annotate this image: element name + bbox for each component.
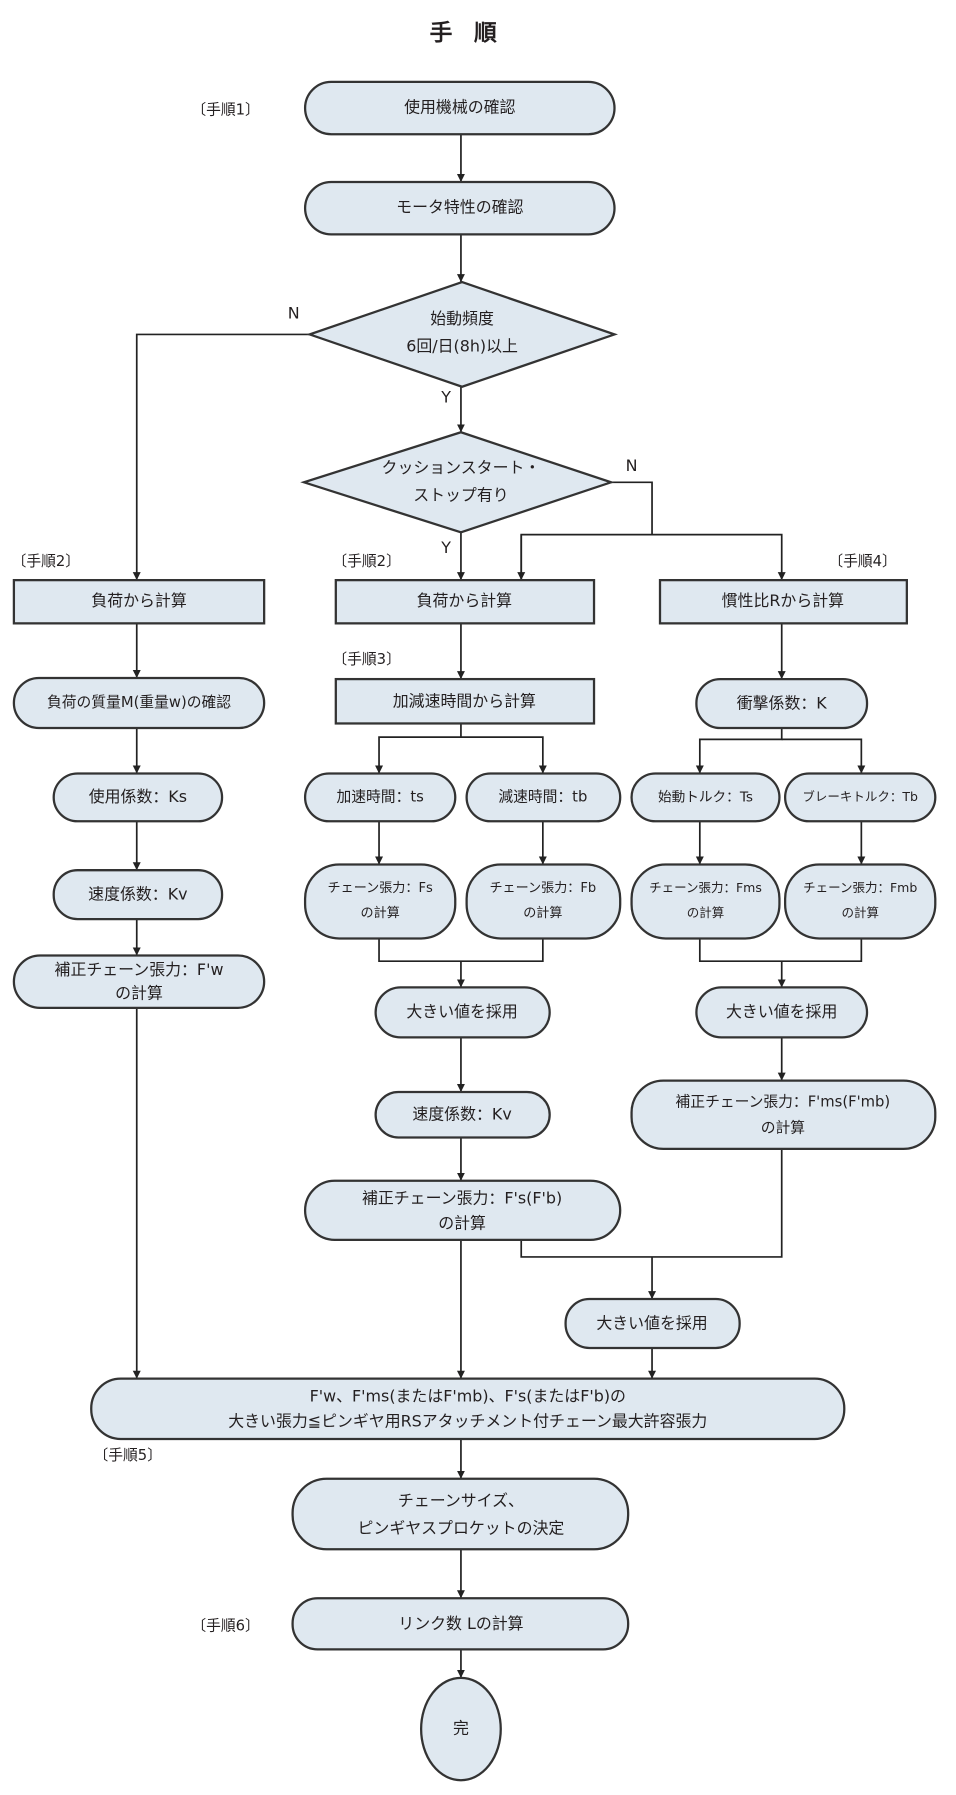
svg-text:大きい値を採用: 大きい値を採用 xyxy=(726,1002,837,1021)
svg-text:補正チェーン張力：F'ms(F'mb): 補正チェーン張力：F'ms(F'mb) xyxy=(676,1093,891,1110)
node-end: 完 xyxy=(419,1676,502,1782)
svg-text:使用機械の確認: 使用機械の確認 xyxy=(404,98,515,117)
svg-text:チェーン張力：Fmb: チェーン張力：Fmb xyxy=(803,880,917,895)
node-mass-check: 負荷の質量M(重量w)の確認 xyxy=(12,676,266,730)
svg-text:F'w、F'ms(またはF'mb)、F's(またはF'b)の: F'w、F'ms(またはF'mb)、F's(またはF'b)の xyxy=(310,1386,626,1405)
svg-text:の計算: の計算 xyxy=(841,905,879,920)
svg-text:の計算: の計算 xyxy=(523,905,562,921)
svg-text:負荷から計算: 負荷から計算 xyxy=(91,591,187,610)
svg-text:チェーンサイズ、: チェーンサイズ、 xyxy=(398,1491,524,1510)
node-inertia-calc: 慣性比Rから計算 xyxy=(658,578,908,625)
node-load-calc-left: 負荷から計算 xyxy=(12,578,266,625)
node-load-calc-mid: 負荷から計算 xyxy=(334,578,596,625)
svg-text:負荷から計算: 負荷から計算 xyxy=(417,591,513,610)
svg-text:の計算: の計算 xyxy=(761,1119,805,1136)
svg-text:チェーン張力：Fs: チェーン張力：Fs xyxy=(328,880,433,896)
decision-cushion-start: クッションスタート・ ストップ有り xyxy=(300,431,615,534)
node-size-decide: チェーンサイズ、 ピンギヤスプロケットの決定 xyxy=(291,1477,630,1551)
svg-text:チェーン張力：Fb: チェーン張力：Fb xyxy=(489,880,596,896)
node-motor-check: モータ特性の確認 xyxy=(303,180,616,236)
svg-text:速度係数：Kv: 速度係数：Kv xyxy=(88,885,187,904)
svg-text:の計算: の計算 xyxy=(115,984,163,1003)
node-impact-factor: 衝撃係数：K xyxy=(695,677,869,730)
branch-yes-1: Y xyxy=(440,388,451,407)
step-label-2-mid: 〔手順2〕 xyxy=(332,553,400,570)
svg-text:加減速時間から計算: 加減速時間から計算 xyxy=(393,691,536,710)
svg-text:使用係数：Ks: 使用係数：Ks xyxy=(89,787,187,806)
node-larger-mid: 大きい値を採用 xyxy=(374,986,551,1039)
svg-text:6回/日(8h)以上: 6回/日(8h)以上 xyxy=(406,336,518,355)
step-label-3: 〔手順3〕 xyxy=(332,651,400,668)
svg-text:補正チェーン張力：F's(F'b): 補正チェーン張力：F's(F'b) xyxy=(362,1188,562,1207)
branch-no-1: N xyxy=(288,303,300,322)
node-tension-fs: チェーン張力：Fs の計算 xyxy=(303,863,457,940)
svg-text:チェーン張力：Fms: チェーン張力：Fms xyxy=(649,880,762,895)
svg-text:始動頻度: 始動頻度 xyxy=(430,309,494,328)
svg-text:の計算: の計算 xyxy=(438,1213,486,1232)
node-decel-time: 減速時間：tb xyxy=(465,772,622,823)
step-label-5: 〔手順5〕 xyxy=(94,1447,162,1464)
page-title: 手 順 xyxy=(430,21,504,47)
svg-text:慣性比Rから計算: 慣性比Rから計算 xyxy=(722,591,844,610)
svg-text:速度係数：Kv: 速度係数：Kv xyxy=(412,1104,511,1123)
svg-text:完: 完 xyxy=(453,1719,469,1738)
step-label-4: 〔手順4〕 xyxy=(828,553,896,570)
svg-text:減速時間：tb: 減速時間：tb xyxy=(498,788,587,805)
svg-text:大きい張力≦ピンギヤ用RSアタッチメント付チェーン最大許容張: 大きい張力≦ピンギヤ用RSアタッチメント付チェーン最大許容張力 xyxy=(228,1411,707,1430)
node-tension-fmb: チェーン張力：Fmb の計算 xyxy=(783,863,937,940)
svg-text:ピンギヤスプロケットの決定: ピンギヤスプロケットの決定 xyxy=(358,1518,565,1537)
node-compare-tension: F'w、F'ms(またはF'mb)、F's(またはF'b)の 大きい張力≦ピンギ… xyxy=(90,1377,846,1441)
decision-start-frequency: 始動頻度 6回/日(8h)以上 xyxy=(306,280,619,388)
svg-text:の計算: の計算 xyxy=(361,905,400,921)
node-start-torque: 始動トルク：Ts xyxy=(630,772,781,823)
node-tension-fms: チェーン張力：Fms の計算 xyxy=(630,863,781,940)
svg-text:大きい値を採用: 大きい値を採用 xyxy=(406,1002,517,1021)
svg-text:リンク数 Lの計算: リンク数 Lの計算 xyxy=(398,1614,523,1633)
svg-text:始動トルク：Ts: 始動トルク：Ts xyxy=(658,789,753,805)
node-corrected-fms: 補正チェーン張力：F'ms(F'mb) の計算 xyxy=(630,1079,937,1151)
branch-yes-2: Y xyxy=(440,538,451,557)
svg-text:ストップ有り: ストップ有り xyxy=(413,485,508,504)
node-larger-right: 大きい値を採用 xyxy=(695,986,869,1039)
node-accel-time: 加速時間：ts xyxy=(303,772,457,823)
svg-text:負荷の質量M(重量w)の確認: 負荷の質量M(重量w)の確認 xyxy=(47,693,231,711)
node-larger-final: 大きい値を採用 xyxy=(564,1297,741,1350)
node-tension-fb: チェーン張力：Fb の計算 xyxy=(465,863,622,940)
node-machine-check: 使用機械の確認 xyxy=(303,80,616,136)
svg-text:ブレーキトルク：Tb: ブレーキトルク：Tb xyxy=(802,789,918,804)
svg-text:補正チェーン張力：F'w: 補正チェーン張力：F'w xyxy=(55,960,224,979)
node-link-count: リンク数 Lの計算 xyxy=(291,1597,630,1651)
svg-text:クッションスタート・: クッションスタート・ xyxy=(382,458,541,477)
step-label-2-left: 〔手順2〕 xyxy=(12,553,80,570)
branch-no-2: N xyxy=(626,456,638,475)
step-label-6: 〔手順6〕 xyxy=(191,1618,259,1635)
node-speed-factor-mid: 速度係数：Kv xyxy=(374,1090,551,1139)
svg-text:衝撃係数：K: 衝撃係数：K xyxy=(737,694,828,713)
step-label-1: 〔手順1〕 xyxy=(191,101,259,118)
svg-text:加速時間：ts: 加速時間：ts xyxy=(337,788,424,805)
svg-text:の計算: の計算 xyxy=(687,905,725,920)
node-accel-decel-calc: 加減速時間から計算 xyxy=(334,677,596,725)
node-corrected-fw: 補正チェーン張力：F'w の計算 xyxy=(12,954,266,1009)
node-brake-torque: ブレーキトルク：Tb xyxy=(783,772,937,823)
node-corrected-fs: 補正チェーン張力：F's(F'b) の計算 xyxy=(303,1179,622,1242)
svg-text:大きい値を採用: 大きい値を採用 xyxy=(596,1314,707,1333)
svg-text:モータ特性の確認: モータ特性の確認 xyxy=(396,198,523,217)
connectors xyxy=(132,134,866,1678)
node-speed-factor-left: 速度係数：Kv xyxy=(52,869,224,921)
node-service-factor: 使用係数：Ks xyxy=(52,772,224,823)
